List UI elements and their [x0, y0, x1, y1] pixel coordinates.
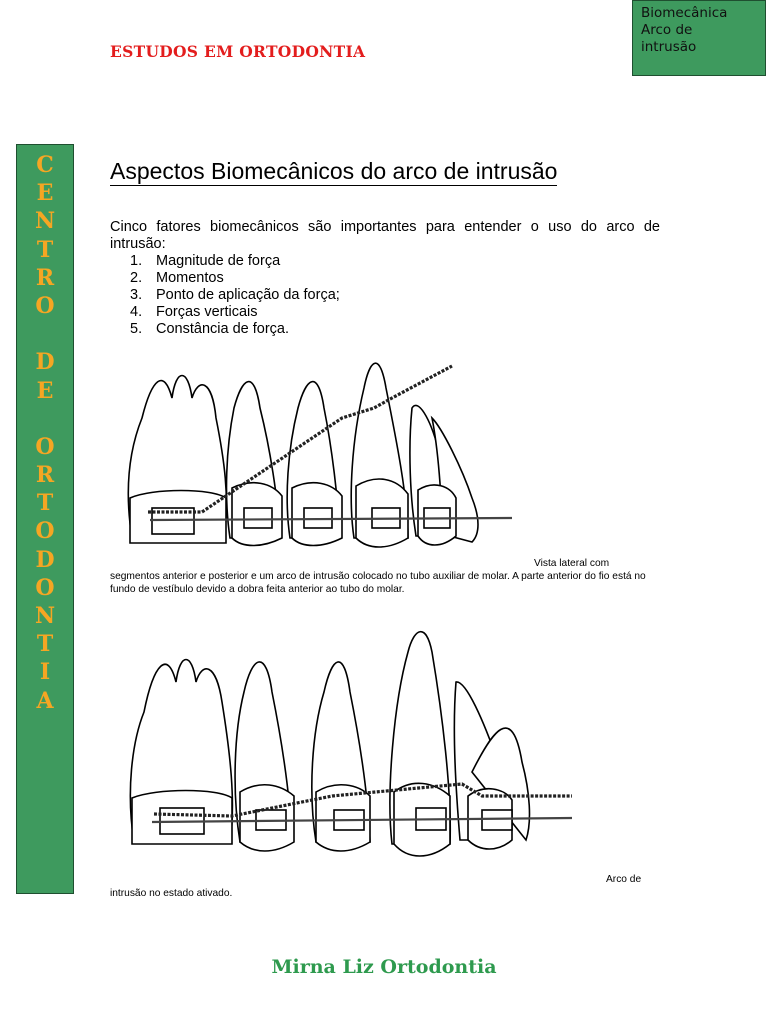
- footer-brand: Mirna Liz Ortodontia: [271, 956, 497, 978]
- topic-line-3: intrusão: [641, 39, 697, 55]
- document-title: Aspectos Biomecânicos do arco de intrusã…: [110, 158, 558, 186]
- list-item-text: Constância de força.: [156, 321, 289, 337]
- list-item: 4. Forças verticais: [130, 304, 340, 321]
- sidebar-letter: T: [36, 631, 54, 658]
- header-title: ESTUDOS EM ORTODONTIA: [110, 42, 366, 61]
- sidebar-letter: N: [34, 603, 56, 629]
- dental-illustration-2: [129, 630, 573, 857]
- figure2-caption-part1: Arco de: [606, 874, 642, 885]
- sidebar-vertical-title: C E N T R O D E O R T O D O N T I A: [16, 144, 74, 894]
- list-item-number: 2.: [130, 270, 143, 286]
- list-item-text: Magnitude de força: [156, 253, 281, 269]
- sidebar-letter: R: [35, 462, 55, 489]
- sidebar-letter: A: [36, 687, 54, 714]
- figure1-caption-part1: Vista lateral com: [534, 558, 610, 569]
- sidebar-letter: D: [35, 349, 55, 376]
- figure-intrusion-arch-lateral: [112, 338, 534, 562]
- sidebar-letter: T: [36, 490, 54, 517]
- list-item: 2. Momentos: [130, 270, 340, 287]
- list-item-number: 3.: [130, 287, 143, 303]
- list-item-text: Forças verticais: [156, 304, 258, 320]
- sidebar-gap: [17, 405, 73, 433]
- topic-line-1: Biomecânica: [641, 5, 728, 21]
- sidebar-letter: N: [34, 208, 56, 235]
- figure-intrusion-arch-activated: [112, 612, 602, 884]
- list-item-text: Ponto de aplicação da força;: [156, 287, 340, 303]
- sidebar-letter: T: [36, 236, 54, 263]
- sidebar-letter: C: [36, 152, 54, 178]
- list-item: 1. Magnitude de força: [130, 253, 340, 270]
- sidebar-letter: E: [36, 180, 54, 207]
- sidebar-letter: R: [35, 264, 55, 291]
- topic-box: Biomecânica Arco de intrusão: [632, 0, 766, 76]
- list-item: 5. Constância de força.: [130, 321, 340, 338]
- dental-illustration-1: [127, 362, 513, 548]
- sidebar-gap: [17, 320, 73, 348]
- sidebar-letter: I: [39, 659, 51, 686]
- sidebar-letter: O: [35, 574, 55, 601]
- sidebar-letter: D: [35, 546, 55, 573]
- sidebar-letter: O: [35, 433, 55, 460]
- list-item-text: Momentos: [156, 270, 224, 286]
- topic-line-2: Arco de: [641, 22, 693, 38]
- figure2-caption-part2: intrusão no estado ativado.: [110, 888, 233, 899]
- list-item-number: 5.: [130, 321, 143, 337]
- list-item: 3. Ponto de aplicação da força;: [130, 287, 340, 304]
- factors-list: 1. Magnitude de força 2. Momentos 3. Ponto …: [130, 253, 340, 338]
- sidebar-letter: O: [35, 292, 55, 319]
- intro-paragraph: Cinco fatores biomecânicos são important…: [110, 219, 660, 252]
- list-item-number: 4.: [130, 304, 143, 320]
- list-item-number: 1.: [130, 253, 143, 269]
- sidebar-letter: E: [36, 377, 54, 404]
- sidebar-letter: O: [35, 518, 55, 545]
- figure1-caption-part2: segmentos anterior e posterior e um arco…: [110, 571, 646, 595]
